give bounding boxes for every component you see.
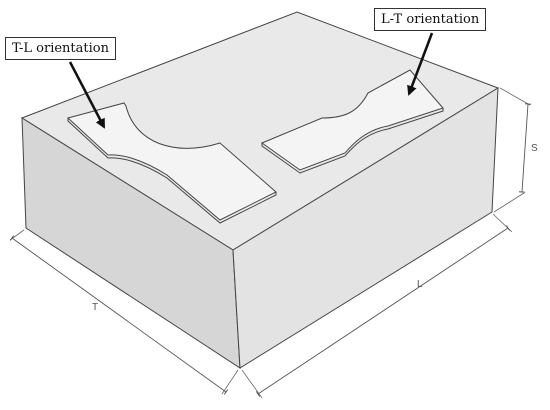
specimen-tl [66, 102, 277, 224]
lt-orientation-label: L-T orientation [374, 8, 487, 31]
arrow-tl [68, 61, 106, 129]
specimen-lt [260, 69, 444, 174]
dimension-l-label: L [417, 279, 423, 290]
dimension-s: S [493, 87, 538, 213]
dimension-s-label: S [531, 143, 538, 154]
dimension-l: L [241, 213, 513, 399]
arrow-lt [407, 32, 434, 96]
tl-orientation-label: T-L orientation [5, 37, 116, 60]
dimension-t: T [9, 229, 239, 395]
dimension-t-label: T [92, 302, 98, 313]
